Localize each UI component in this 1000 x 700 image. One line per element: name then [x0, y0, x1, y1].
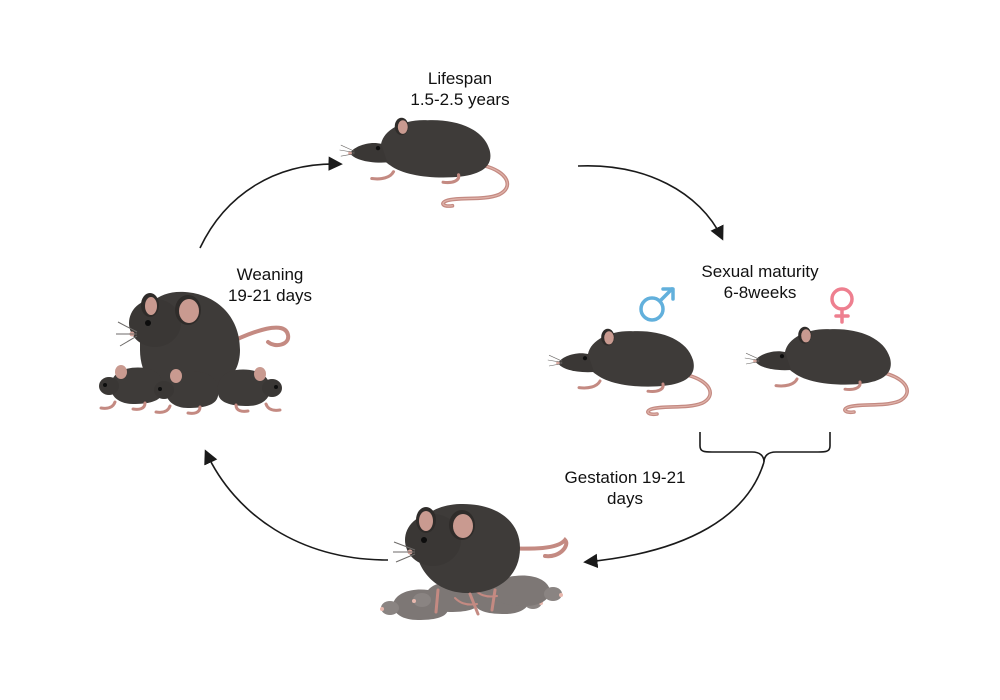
- female-mouse-illustration: [742, 324, 909, 415]
- arrow-gestation-to-weaning: [204, 449, 389, 561]
- adult-mouse-lifespan-illustration: [337, 115, 510, 208]
- lifespan-value: 1.5-2.5 years: [410, 90, 510, 109]
- arrow-mating-to-gestation: [583, 461, 765, 569]
- gestation-line-2: days: [607, 489, 643, 508]
- gestation-label: Gestation 19-21 days: [535, 467, 715, 509]
- gestation-line-1: Gestation 19-21: [564, 468, 686, 487]
- arrow-weaning-to-lifespan: [199, 156, 343, 249]
- mother-with-newborn-pups-illustration: [379, 503, 569, 621]
- mother-with-weaned-juveniles-illustration: [97, 291, 291, 415]
- male-mouse-illustration: [545, 326, 712, 417]
- sexual-maturity-title: Sexual maturity: [701, 262, 819, 281]
- arrow-lifespan-to-maturity: [577, 165, 724, 241]
- sexual-maturity-label: Sexual maturity 6-8weeks: [660, 261, 860, 303]
- lifespan-label: Lifespan 1.5-2.5 years: [360, 68, 560, 110]
- male-symbol-icon: [639, 287, 675, 322]
- weaning-title: Weaning: [236, 265, 304, 284]
- weaning-value: 19-21 days: [227, 286, 313, 305]
- lifespan-title: Lifespan: [427, 69, 493, 88]
- pairing-brace: [699, 432, 831, 463]
- sexual-maturity-value: 6-8weeks: [723, 283, 797, 302]
- weaning-label: Weaning 19-21 days: [170, 264, 370, 306]
- female-symbol-icon: [830, 287, 854, 324]
